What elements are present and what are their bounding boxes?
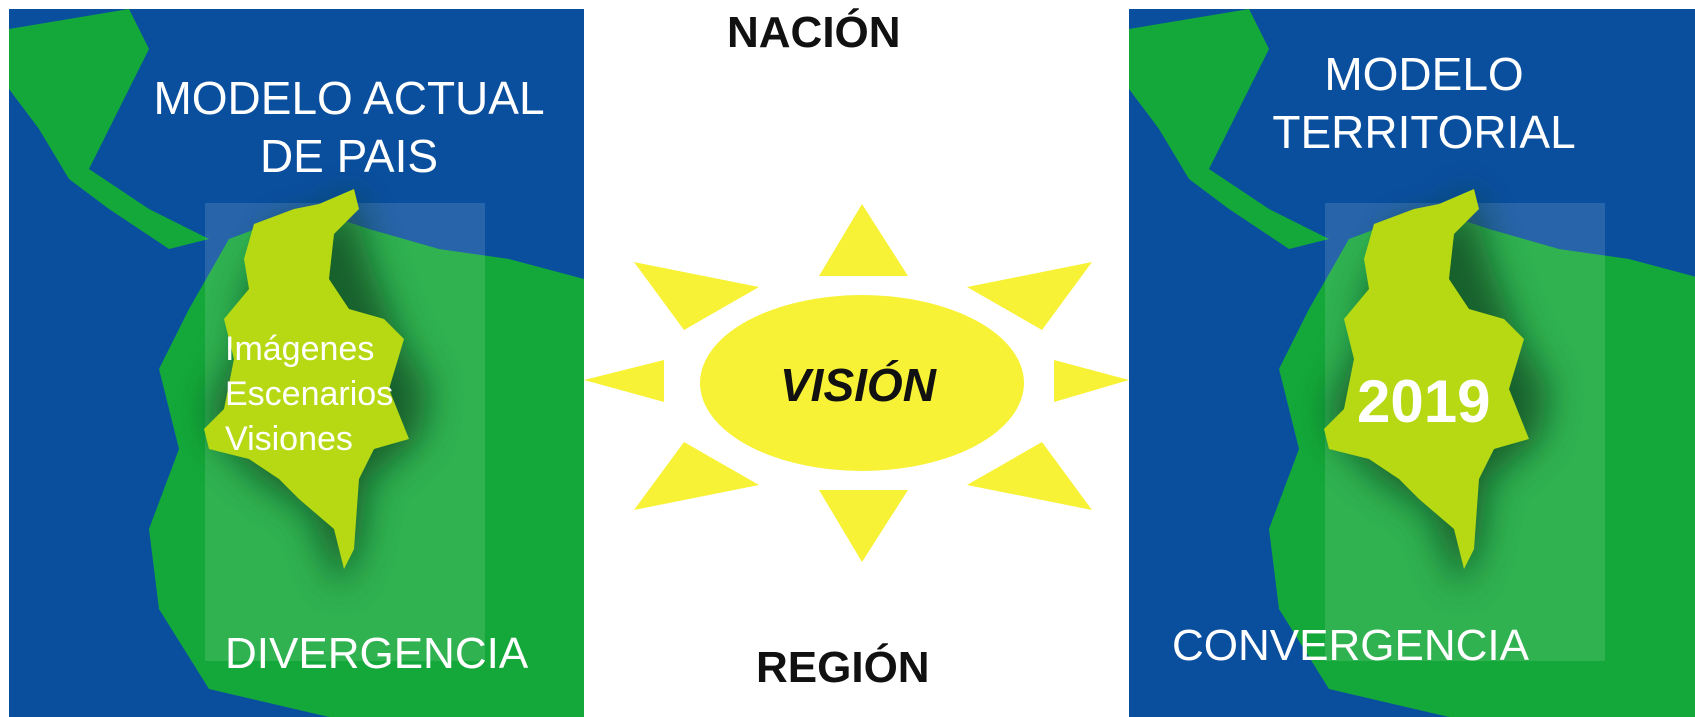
list-item: Visiones xyxy=(225,420,353,458)
sun-ray xyxy=(967,442,1092,510)
sun-ray xyxy=(819,204,908,276)
left-bottom-label: DIVERGENCIA xyxy=(225,629,529,678)
sun-ray xyxy=(634,442,759,510)
sun-center xyxy=(700,295,1024,471)
left-items-list: Imágenes Escenarios Visiones xyxy=(225,327,393,462)
left-map-panel: MODELO ACTUAL DE PAIS Imágenes Escenario… xyxy=(9,9,584,717)
list-item: Escenarios xyxy=(225,375,394,413)
right-panel-title: MODELO TERRITORIAL xyxy=(1272,48,1576,158)
sun-ray xyxy=(584,360,664,402)
center-top-label: NACIÓN xyxy=(727,8,901,57)
sun-ray xyxy=(819,490,908,562)
list-item: Imágenes xyxy=(225,330,375,368)
south-america-map xyxy=(9,9,584,717)
year-label: 2019 xyxy=(1357,368,1491,435)
sun-ray xyxy=(634,262,759,330)
center-bottom-label: REGIÓN xyxy=(756,643,930,692)
colombia-shape xyxy=(1324,189,1529,569)
sun-label: VISIÓN xyxy=(780,359,936,411)
right-map-panel: MODELO TERRITORIAL 2019 CONVERGENCIA xyxy=(1129,9,1695,717)
south-america-map xyxy=(1129,9,1695,717)
left-panel-title: MODELO ACTUAL DE PAIS xyxy=(153,72,545,182)
right-bottom-label: CONVERGENCIA xyxy=(1172,621,1529,670)
sun-diagram xyxy=(584,204,1129,562)
sun-ray xyxy=(967,262,1092,330)
colombia-shape xyxy=(204,189,409,569)
sun-ray xyxy=(1054,360,1129,402)
